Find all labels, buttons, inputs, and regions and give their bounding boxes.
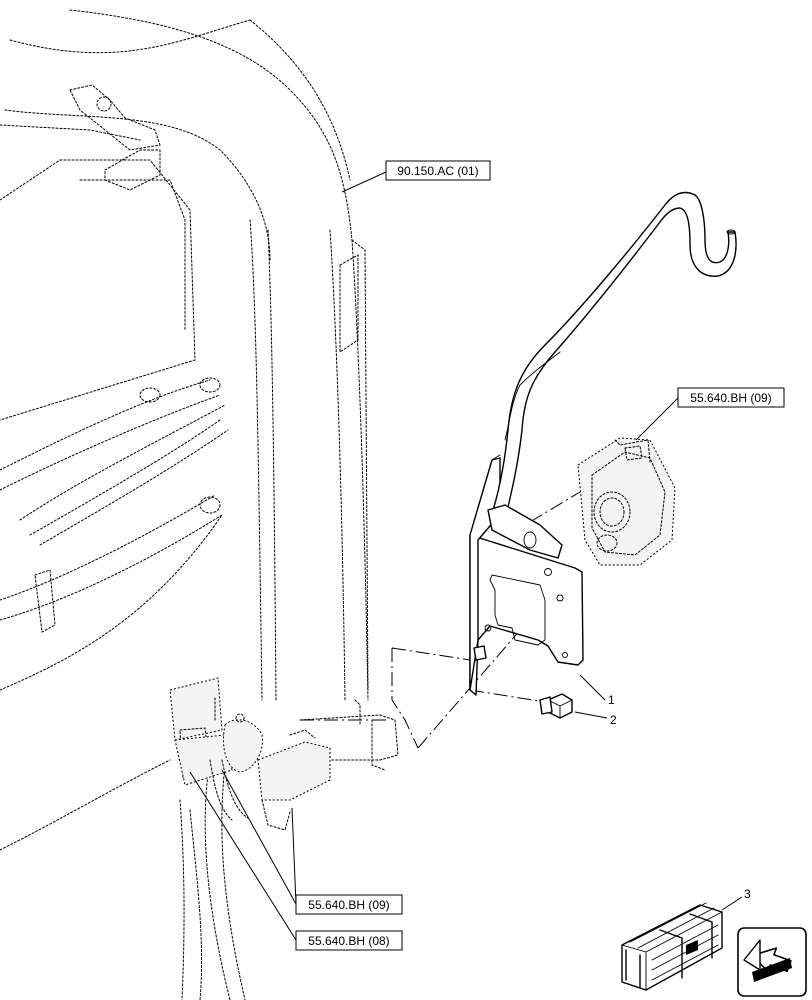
ref-label: 55.640.BH (08) [308,934,389,948]
ref-55-640-bh-09-upper[interactable]: 55.640.BH (09) [677,387,785,408]
callout-1: 1 [608,693,615,707]
ref-label: 55.640.BH (09) [690,391,771,405]
ref-55-640-bh-08[interactable]: 55.640.BH (08) [295,930,403,951]
part-2-bolt [539,693,573,719]
leader-lines [189,171,743,941]
socket-ghost [577,437,676,566]
callout-3: 3 [744,887,751,901]
navigation-arrow-icon[interactable] [737,927,807,997]
ref-label: 55.640.BH (09) [308,898,389,912]
ref-55-640-bh-09-lower[interactable]: 55.640.BH (09) [295,894,403,915]
ref-label: 90.150.AC (01) [397,164,478,178]
assembly-centerlines [300,479,601,749]
kit-box-icon [621,902,723,991]
callout-2: 2 [610,713,617,727]
cab-frame-ghost [0,9,399,1000]
part-1-bracket-with-hook [469,191,737,696]
ref-90-150-ac-01[interactable]: 90.150.AC (01) [385,160,491,181]
